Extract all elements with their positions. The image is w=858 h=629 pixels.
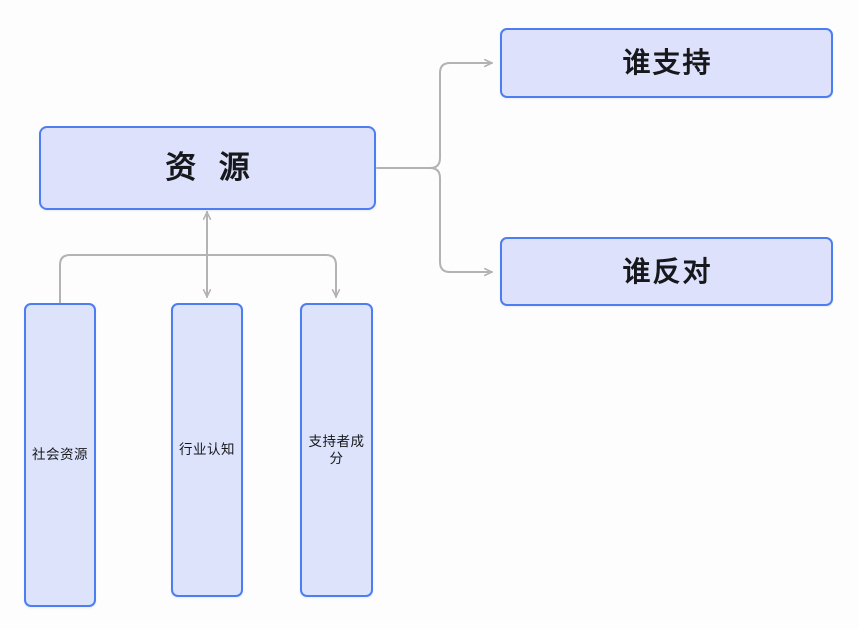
node-resource-label: 资 源 <box>165 150 257 186</box>
node-social-resource[interactable]: 社会资源 <box>24 303 96 607</box>
node-social-resource-label: 社会资源 <box>32 447 88 463</box>
edge-distribution-bar-left <box>59 254 208 304</box>
node-industry-cognition-label: 行业认知 <box>179 442 235 458</box>
node-who-supports-label: 谁支持 <box>622 47 713 79</box>
edge-resource-to-who-opposes <box>429 167 493 272</box>
node-industry-cognition[interactable]: 行业认知 <box>171 303 243 597</box>
node-who-opposes[interactable]: 谁反对 <box>500 237 833 306</box>
node-supporter-composition-label: 支持者成分 <box>308 433 365 466</box>
edge-distribution-bar-right <box>206 254 336 298</box>
node-who-supports[interactable]: 谁支持 <box>500 28 833 98</box>
node-supporter-composition[interactable]: 支持者成分 <box>300 303 373 597</box>
node-resource[interactable]: 资 源 <box>39 126 376 210</box>
node-who-opposes-label: 谁反对 <box>622 255 713 287</box>
edge-resource-to-who-supports <box>429 63 493 169</box>
